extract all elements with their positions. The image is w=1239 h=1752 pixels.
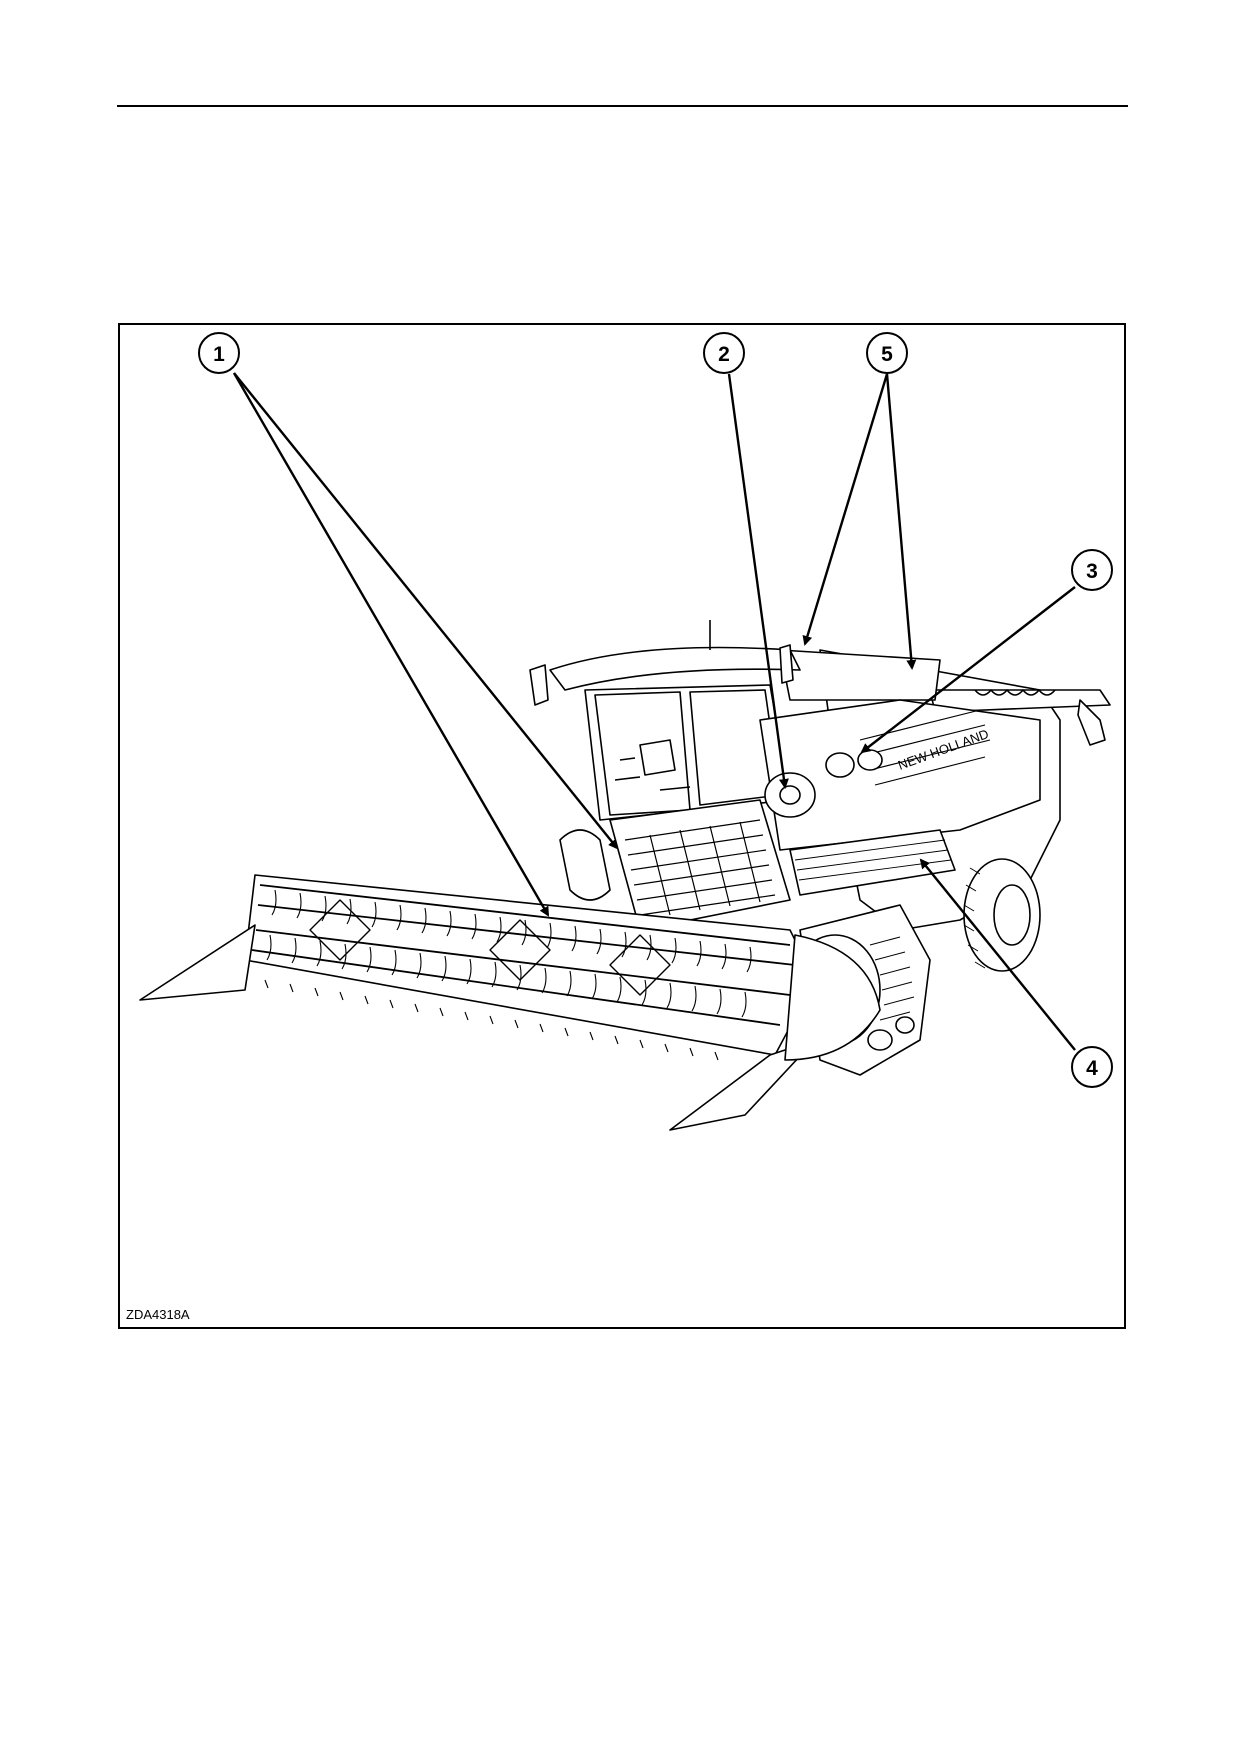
leader-5a (802, 373, 889, 646)
callout-3: 3 (1071, 549, 1113, 591)
svg-text:2: 2 (718, 343, 730, 366)
callout-leaders (232, 372, 1076, 1051)
leader-2 (727, 373, 789, 789)
figure-code: ZDA4318A (126, 1307, 190, 1322)
leader-1b (232, 372, 550, 917)
svg-text:3: 3 (1086, 560, 1098, 583)
callout-5: 5 (866, 332, 908, 374)
leader-4 (919, 858, 1076, 1051)
combine-drawing: NEW HOLLAND (139, 620, 1111, 1131)
leader-3 (860, 586, 1076, 754)
figure-frame (118, 323, 1126, 1329)
callout-4: 4 (1071, 1046, 1113, 1088)
leader-1a (233, 372, 619, 850)
callout-2: 2 (703, 332, 745, 374)
callout-1: 1 (198, 332, 240, 374)
svg-text:4: 4 (1086, 1057, 1098, 1080)
leader-5b (885, 373, 917, 670)
svg-text:5: 5 (881, 343, 893, 366)
header-rule (117, 105, 1128, 107)
svg-text:1: 1 (213, 343, 225, 366)
